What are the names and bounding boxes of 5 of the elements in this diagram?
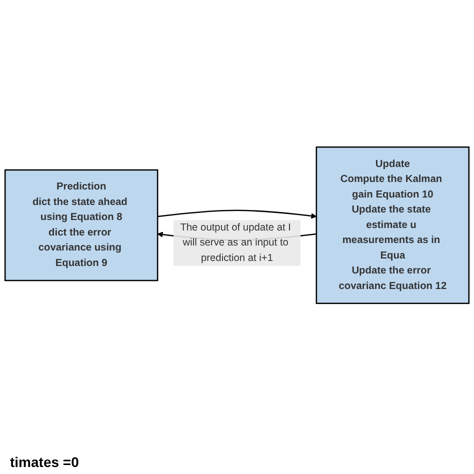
node-box: Prediction dict the state ahead using Equation 8 dict the error covariance using Equation 9 — [4, 169, 158, 281]
arrow — [158, 210, 317, 218]
note-text: timates =0 — [10, 454, 80, 470]
node-box: Update Compute the Kalman gain Equation 10 Update the state estimate u measurements as in Equa Update the error covarianc Equation 12 — [316, 146, 470, 304]
edge-label: The output of update at I will serve as an input to prediction at i+1 — [180, 222, 291, 264]
